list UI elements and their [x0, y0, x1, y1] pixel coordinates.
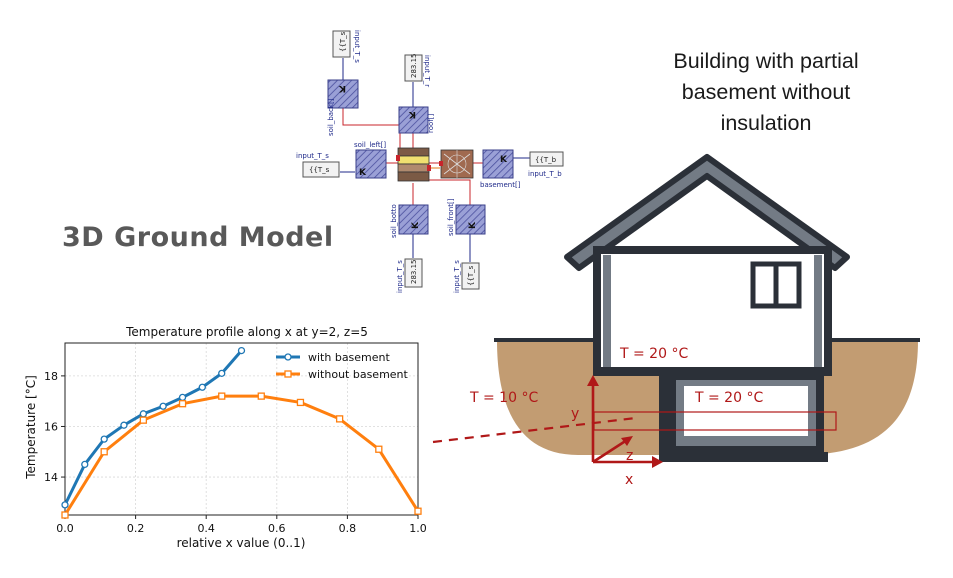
x-tick-label: 1.0 [409, 522, 427, 535]
data-point [198, 383, 206, 391]
k-symbol: K [359, 168, 367, 178]
data-point [100, 435, 108, 443]
data-point [296, 398, 305, 407]
input-right-label: input_T_b [528, 170, 562, 178]
y-axis-label: Temperature [°C] [24, 375, 38, 480]
data-point [218, 369, 226, 378]
temperature-chart: Temperature profile along x at y=2, z=5 … [24, 325, 427, 550]
input-block-right[interactable]: {{T_b input_T_b [528, 151, 564, 178]
input-left-label: input_T_s [296, 152, 329, 160]
k-symbol: K [408, 109, 416, 119]
input-bottom-right-label: input_T_s [453, 260, 461, 293]
basement-block[interactable]: K basement[] [480, 149, 521, 189]
house-caption-line-3: insulation [720, 111, 812, 135]
axis-z-label: z [626, 448, 633, 464]
input-top-left-value: {{T_s [339, 31, 347, 52]
k-symbol: K [411, 221, 421, 229]
data-point [81, 460, 89, 469]
data-point [218, 392, 226, 400]
house-caption: Building with partial basement without i… [622, 46, 910, 139]
x-axis-label: relative x value (0..1) [177, 536, 306, 550]
data-point [159, 402, 167, 410]
house-caption-line-2: basement without [681, 80, 851, 104]
data-point [139, 410, 148, 418]
y-tick-label: 16 [44, 420, 58, 433]
input-right-value: {{T_b [535, 156, 557, 164]
chart-series [61, 346, 422, 519]
input-bottom-left-value: 283.15 [410, 260, 418, 285]
data-point [139, 416, 148, 424]
k-symbol: K [338, 83, 346, 93]
input-block-left[interactable]: input_T_s {{T_s [296, 152, 340, 178]
data-point [414, 507, 422, 515]
data-point [237, 346, 246, 355]
house-caption-line-1: Building with partial [673, 49, 859, 73]
data-point [257, 392, 265, 400]
series-line [63, 349, 243, 506]
input-top-right-value: 283.15 [410, 54, 418, 79]
y-tick-label: 14 [44, 471, 58, 484]
component-schematic: {{T_s input_T_s 283.15 input_T_r input_T… [296, 30, 564, 293]
connector-line [432, 416, 637, 444]
page-title: 3D Ground Model [62, 222, 334, 253]
k-symbol: K [500, 155, 508, 165]
data-point [61, 501, 69, 509]
basement-label: basement[] [480, 181, 521, 189]
legend-label: with basement [308, 351, 391, 364]
chart-legend: with basement without basement [276, 351, 409, 381]
input-left-value: {{T_s [309, 166, 330, 174]
data-point [120, 421, 128, 429]
k-symbol: K [468, 221, 478, 229]
soil-back-label: soil_back[] [327, 98, 335, 136]
thermal-node-block[interactable] [439, 149, 474, 179]
input-block-top-right[interactable]: 283.15 input_T_r [404, 54, 431, 88]
roof [564, 154, 850, 271]
legend-marker [284, 353, 292, 361]
soil-back-block[interactable]: K soil_back[] [327, 79, 359, 136]
input-block-top-left[interactable]: {{T_s input_T_s [332, 30, 361, 63]
input-top-right-label: input_T_r [423, 55, 431, 87]
window [750, 261, 802, 309]
input-bottom-left-label: input_T_s [396, 260, 404, 293]
series-line [63, 394, 420, 516]
soil-left-label: soil_left[] [354, 141, 386, 149]
x-tick-label: 0.8 [339, 522, 357, 535]
x-tick-label: 0.6 [268, 522, 286, 535]
axis-x-label: x [625, 472, 633, 488]
axis-y-label: y [571, 406, 579, 422]
legend-label: without basement [308, 368, 409, 381]
x-tick-label: 0.4 [197, 522, 215, 535]
ground-model-block[interactable] [396, 147, 431, 182]
data-point [178, 393, 187, 402]
x-tick-label: 0.0 [56, 522, 74, 535]
soil-front-label: soil_front[] [447, 198, 455, 236]
roof-label: roof[] [427, 114, 435, 133]
soil-temp-label: T = 10 °C [469, 390, 538, 406]
input-bottom-right-value: {{T_s [467, 265, 475, 286]
chart-ticks: 0.0 0.2 0.4 0.6 0.8 1.0 14 16 18 [44, 370, 427, 535]
x-tick-label: 0.2 [127, 522, 145, 535]
legend-marker [284, 370, 292, 378]
data-point [178, 400, 187, 408]
y-tick-label: 18 [44, 370, 58, 383]
input-block-bottom-right[interactable]: {{T_s input_T_s [453, 260, 480, 293]
data-point [375, 445, 383, 453]
chart-title: Temperature profile along x at y=2, z=5 [125, 325, 368, 339]
roof-block[interactable]: K roof[] [398, 106, 435, 134]
basement-temp-label: T = 20 °C [694, 390, 763, 406]
data-point [335, 415, 344, 423]
house-diagram: T = 20 °C T = 20 °C T = 10 °C y z x [469, 154, 920, 488]
data-point [61, 511, 69, 519]
soil-bottom-block[interactable]: K soil_botto [390, 204, 429, 238]
basement [664, 374, 828, 462]
ground-floor-temp-label: T = 20 °C [619, 346, 688, 362]
plot-frame [64, 342, 419, 516]
soil-bottom-label: soil_botto [390, 204, 398, 238]
data-point [100, 448, 108, 456]
input-top-left-label: input_T_s [353, 30, 361, 63]
input-block-bottom-left[interactable]: 283.15 input_T_s [396, 258, 423, 293]
soil-front-block[interactable]: K soil_front[] [447, 198, 486, 236]
soil-left-block[interactable]: K soil_left[] [354, 141, 387, 179]
